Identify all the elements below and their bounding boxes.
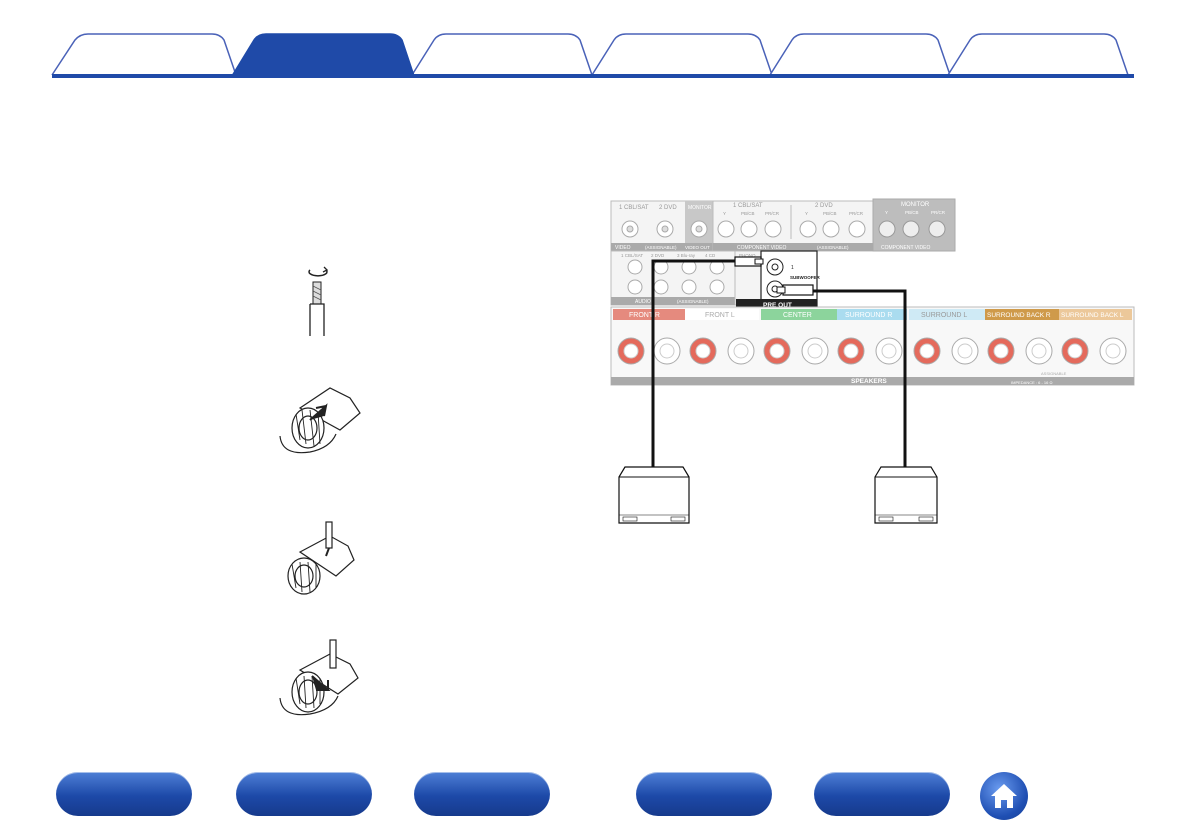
audio-c4-label: 4 CD: [705, 253, 716, 258]
audio-c3-label: 3 Blu-ray: [677, 253, 696, 258]
terminal-black: [1099, 337, 1127, 365]
subwoofer-1: [618, 466, 690, 524]
spk-center-label: CENTER: [783, 312, 812, 319]
home-button[interactable]: [980, 772, 1028, 820]
comp-pb1-label: PB/CB: [741, 211, 755, 216]
terminal-red: [689, 337, 717, 365]
terminal-red: [617, 337, 645, 365]
tab-bar: [0, 0, 1191, 80]
speakers-label: SPEAKERS: [851, 378, 887, 385]
stripped-wire-illustration: [290, 260, 350, 340]
nav-button-4[interactable]: [636, 772, 772, 816]
terminal-black: [801, 337, 829, 365]
impedance-label: IMPEDANCE : 6 - 16 Ω: [1011, 380, 1052, 385]
monitor-pr-label: PR/CR: [931, 210, 946, 215]
tab-playback[interactable]: [422, 35, 584, 75]
rear-panel-diagram: 1 CBL/SAT 2 DVD MONITOR VIDEO (ASSIGNABL…: [605, 195, 1140, 530]
comp-label: COMPONENT VIDEO: [737, 245, 786, 251]
video-assign-label: (ASSIGNABLE): [645, 245, 677, 250]
nav-button-2[interactable]: [236, 772, 372, 816]
video-monitor-label: MONITOR: [688, 205, 712, 211]
terminal-black: [653, 337, 681, 365]
home-icon: [991, 784, 1017, 808]
comp-pr2-label: PR/CR: [849, 211, 864, 216]
terminal-red: [913, 337, 941, 365]
phono-label: PHONO: [739, 253, 756, 258]
subwoofer-2: [874, 466, 938, 524]
tab-contents[interactable]: [62, 35, 226, 75]
preout-sub-label: SUBWOOFER: [790, 275, 820, 280]
tab-connections[interactable]: [246, 35, 406, 75]
terminal-red: [837, 337, 865, 365]
assignable-label: ASSIGNABLE: [1041, 371, 1067, 376]
video-label: VIDEO: [615, 245, 631, 251]
spk-front-l-label: FRONT L: [705, 312, 735, 319]
insert-wire-illustration: [270, 518, 360, 598]
monitor-comp-label: COMPONENT VIDEO: [881, 245, 930, 251]
spk-surround-r-label: SURROUND R: [845, 312, 892, 319]
terminal-red: [987, 337, 1015, 365]
comp-dvd-label: 2 DVD: [815, 203, 833, 209]
monitor-pb-label: PB/CB: [905, 210, 919, 215]
comp-cbl-label: 1 CBL/SAT: [733, 203, 763, 209]
preout-num1: 1: [791, 265, 794, 271]
tab-bar-graphic: [51, 33, 1134, 78]
audio-c2-label: 2 DVD: [651, 253, 665, 258]
terminal-black: [875, 337, 903, 365]
tab-settings[interactable]: [602, 35, 764, 75]
loosen-terminal-illustration: [270, 378, 370, 458]
terminal-black: [951, 337, 979, 365]
spk-surround-l-label: SURROUND L: [921, 312, 967, 319]
comp-pb2-label: PB/CB: [823, 211, 837, 216]
audio-c1-label: 1 CBL/SAT: [621, 253, 643, 258]
audio-assign-label: (ASSIGNABLE): [677, 299, 709, 304]
monitor-y-label: Y: [885, 210, 888, 215]
audio-label: AUDIO: [635, 299, 651, 305]
comp-assign-label: (ASSIGNABLE): [817, 245, 849, 250]
video-dvd-label: 2 DVD: [659, 205, 677, 211]
nav-button-1[interactable]: [56, 772, 192, 816]
comp-pr1-label: PR/CR: [765, 211, 780, 216]
spk-sb-r-label: SURROUND BACK R: [987, 312, 1051, 319]
video-out-label: VIDEO OUT: [685, 245, 710, 250]
spk-front-r-label: FRONT R: [629, 312, 660, 319]
tab-tips[interactable]: [780, 35, 942, 75]
terminal-black: [1025, 337, 1053, 365]
nav-button-5[interactable]: [814, 772, 950, 816]
terminal-black: [727, 337, 755, 365]
comp-y1-label: Y: [723, 211, 726, 216]
nav-button-3[interactable]: [414, 772, 550, 816]
video-cbl-label: 1 CBL/SAT: [619, 205, 649, 211]
tighten-terminal-illustration: [270, 636, 370, 720]
comp-y2-label: Y: [805, 211, 808, 216]
preout-label: PRE OUT: [763, 302, 792, 309]
tab-appendix[interactable]: [958, 35, 1120, 75]
terminal-red: [1061, 337, 1089, 365]
monitor-title: MONITOR: [901, 202, 930, 208]
terminal-red: [763, 337, 791, 365]
spk-sb-l-label: SURROUND BACK L: [1061, 312, 1124, 319]
